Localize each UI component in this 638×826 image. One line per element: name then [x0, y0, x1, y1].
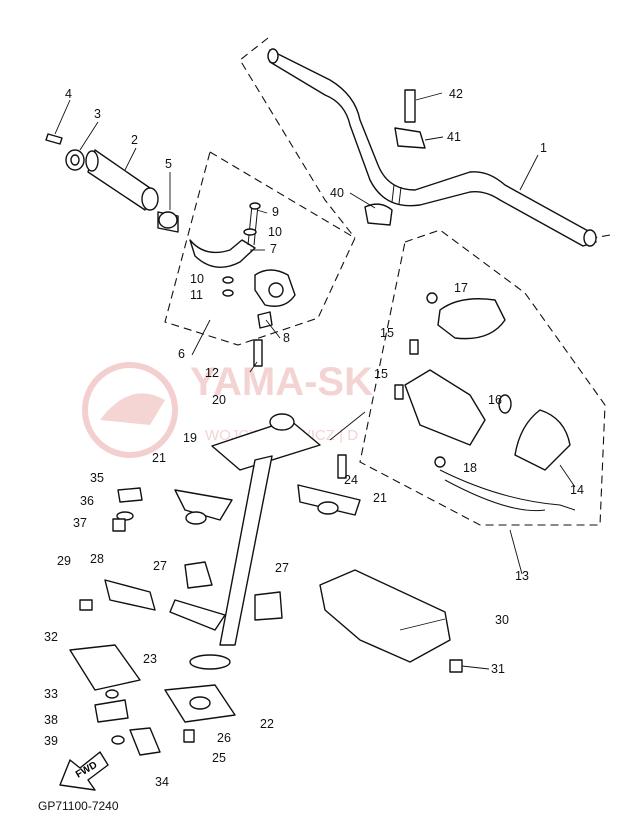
callout-32: 32: [44, 630, 58, 644]
callout-12: 12: [205, 366, 219, 380]
brackets: [69, 487, 161, 756]
callout-34: 34: [155, 775, 169, 789]
handlebar: [267, 48, 597, 247]
callout-21b: 21: [373, 491, 387, 505]
switch-assembly: [394, 292, 576, 512]
leader-lines: [54, 92, 576, 670]
callout-labels: 1 2 3 4 5 6 7 8 9 10 10 11 12 13 14 15 1…: [44, 87, 584, 789]
callout-27a: 27: [153, 559, 167, 573]
callout-10a: 10: [268, 225, 282, 239]
callout-1: 1: [540, 141, 547, 155]
callout-18: 18: [463, 461, 477, 475]
callout-35: 35: [90, 471, 104, 485]
callout-17: 17: [454, 281, 468, 295]
callout-11: 11: [190, 288, 203, 302]
callout-23: 23: [143, 652, 157, 666]
callout-10b: 10: [190, 272, 204, 286]
callout-13: 13: [515, 569, 529, 583]
callout-33: 33: [44, 687, 58, 701]
callout-5: 5: [165, 157, 172, 171]
grip-assembly: [45, 133, 179, 233]
cover-panel: [319, 569, 463, 673]
callout-42: 42: [449, 87, 463, 101]
callout-40: 40: [330, 186, 344, 200]
callout-14: 14: [570, 483, 584, 497]
steering-column: [169, 413, 361, 646]
callout-24: 24: [344, 473, 358, 487]
callout-36: 36: [80, 494, 94, 508]
watermark-text: YAMA-SK: [190, 360, 373, 404]
callout-15a: 15: [380, 326, 394, 340]
callout-6: 6: [178, 347, 185, 361]
callout-8: 8: [283, 331, 290, 345]
callout-22: 22: [260, 717, 274, 731]
callout-15b: 15: [374, 367, 388, 381]
callout-28: 28: [90, 552, 104, 566]
callout-20: 20: [212, 393, 226, 407]
callout-31: 31: [491, 662, 505, 676]
part-code: GP71100-7240: [38, 799, 119, 813]
callout-4: 4: [65, 87, 72, 101]
callout-38: 38: [44, 713, 58, 727]
callout-39: 39: [44, 734, 58, 748]
callout-16: 16: [488, 393, 502, 407]
lever-assembly: [189, 202, 296, 367]
watermark: YAMA-SK WOJCIECHOWICZ | D: [82, 360, 373, 458]
lower-column-parts: [164, 561, 283, 743]
callout-2: 2: [131, 133, 138, 147]
callout-3: 3: [94, 107, 101, 121]
callout-29: 29: [57, 554, 71, 568]
callout-41: 41: [447, 130, 461, 144]
callout-37: 37: [73, 516, 87, 530]
callout-27b: 27: [275, 561, 289, 575]
callout-21a: 21: [152, 451, 166, 465]
callout-19: 19: [183, 431, 197, 445]
callout-9: 9: [272, 205, 279, 219]
fwd-arrow: FWD: [59, 751, 109, 791]
callout-7: 7: [270, 242, 277, 256]
callout-25: 25: [212, 751, 226, 765]
callout-30: 30: [495, 613, 509, 627]
callout-26: 26: [217, 731, 231, 745]
handlebar-clamps: [364, 89, 426, 226]
